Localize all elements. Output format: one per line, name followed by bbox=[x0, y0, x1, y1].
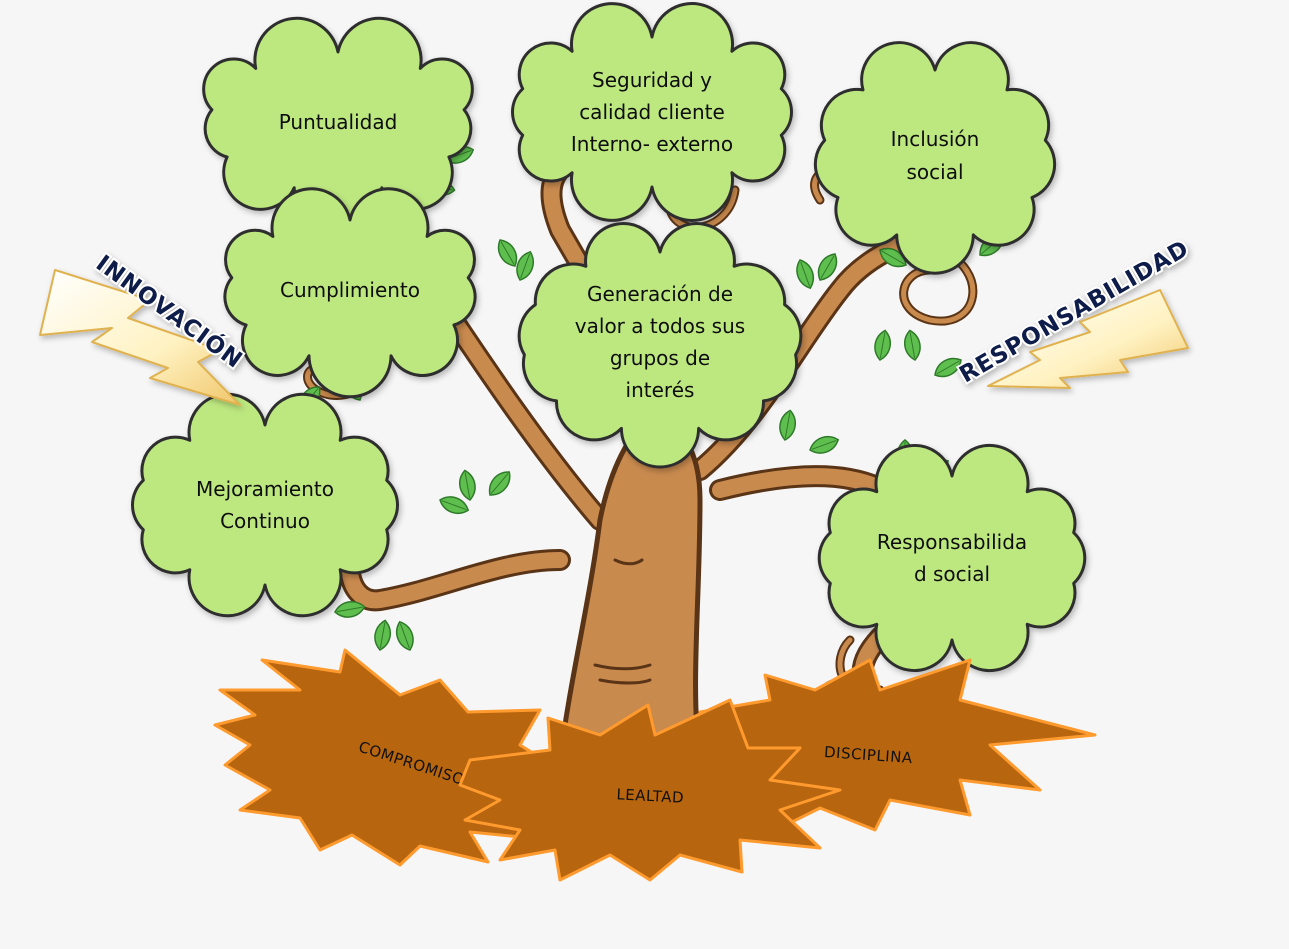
starburst-shape bbox=[458, 698, 842, 882]
tree-trunk bbox=[557, 417, 703, 763]
lightning-icon bbox=[987, 289, 1189, 389]
trunk-details bbox=[593, 558, 652, 685]
bolt-innovacion: INNOVACIÓN bbox=[39, 247, 250, 406]
lightning-icon bbox=[39, 269, 241, 406]
cloud-shape bbox=[813, 41, 1057, 275]
cloud-cumplimiento: Cumplimiento bbox=[223, 187, 477, 399]
cloud-shape bbox=[817, 443, 1087, 673]
bolt-responsabilidad: RESPONSABILIDAD bbox=[953, 234, 1195, 391]
cloud-shape bbox=[511, 2, 793, 222]
cloud-shape bbox=[517, 222, 803, 469]
starburst-shape bbox=[213, 648, 562, 867]
cloud-shape bbox=[223, 187, 477, 399]
root-badges: DISCIPLINA COMPROMISO LEALTAD bbox=[213, 648, 1097, 882]
cloud-shape bbox=[130, 392, 400, 618]
